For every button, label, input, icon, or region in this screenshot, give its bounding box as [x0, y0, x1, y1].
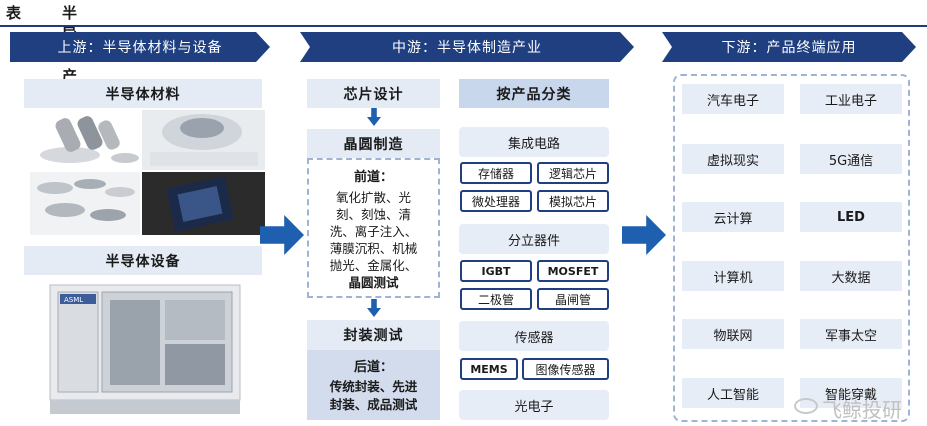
materials-label: 半导体材料	[24, 79, 262, 108]
discrete-item-igbt: IGBT	[460, 260, 532, 282]
front-step-line: 氧化扩散、光	[335, 190, 411, 205]
app-vr: 虚拟现实	[682, 144, 784, 174]
arrow-midstream-to-downstream	[622, 215, 666, 255]
app-automotive: 汽车电子	[682, 84, 784, 114]
ic-label: 集成电路	[459, 127, 609, 157]
front-end-box: 前道： 氧化扩散、光 刻、刻蚀、清 洗、离子注入、 薄膜沉积、机械 抛光、金属化…	[307, 158, 440, 298]
title-rule	[0, 25, 927, 27]
app-5g: 5G通信	[800, 144, 902, 174]
optoelectronics-label: 光电子	[459, 390, 609, 420]
front-step-line: 洗、离子注入、	[329, 224, 418, 239]
back-end-steps: 传统封装、先进 封装、成品测试	[307, 378, 440, 414]
app-led: LED	[800, 202, 902, 232]
watermark-logo-icon	[794, 398, 818, 414]
packaging-test-label: 封装测试	[307, 320, 440, 350]
watermark-text: 飞鲸投研	[822, 398, 902, 422]
app-ai: 人工智能	[682, 378, 784, 408]
by-product-header: 按产品分类	[459, 79, 609, 108]
app-cloud: 云计算	[682, 202, 784, 232]
ic-item-logic: 逻辑芯片	[537, 162, 609, 184]
back-step-line: 传统封装、先进	[329, 379, 418, 394]
ic-item-analog: 模拟芯片	[537, 190, 609, 212]
wafer-fab-label: 晶圆制造	[307, 129, 440, 158]
equipment-brand: ASML	[64, 296, 84, 304]
ic-item-memory: 存储器	[460, 162, 532, 184]
front-step-line: 薄膜沉积、机械	[329, 241, 418, 256]
materials-image	[30, 110, 265, 235]
discrete-label: 分立器件	[459, 224, 609, 254]
front-end-steps: 氧化扩散、光 刻、刻蚀、清 洗、离子注入、 薄膜沉积、机械 抛光、金属化、 晶圆…	[309, 189, 438, 291]
discrete-item-diode: 二极管	[460, 288, 532, 310]
app-military-space: 军事太空	[800, 319, 902, 349]
discrete-item-thyristor: 晶闸管	[537, 288, 609, 310]
app-iot: 物联网	[682, 319, 784, 349]
front-step-wafer-test: 晶圆测试	[348, 275, 399, 290]
sensor-label: 传感器	[459, 321, 609, 351]
app-computer: 计算机	[682, 261, 784, 291]
discrete-item-mosfet: MOSFET	[537, 260, 609, 282]
back-end-title: 后道：	[353, 360, 393, 375]
sensor-item-image: 图像传感器	[522, 358, 609, 380]
midstream-header: 中游：半导体制造产业	[300, 32, 634, 62]
app-big-data: 大数据	[800, 261, 902, 291]
ic-item-microprocessor: 微处理器	[460, 190, 532, 212]
lithography-machine-illustration	[40, 280, 260, 420]
back-step-line: 封装、成品测试	[329, 397, 418, 412]
front-step-line: 刻、刻蚀、清	[335, 207, 411, 222]
front-step-line: 抛光、金属化、	[329, 258, 418, 273]
sensor-item-mems: MEMS	[460, 358, 518, 380]
back-end-box: 后道： 传统封装、先进 封装、成品测试	[307, 350, 440, 420]
applications-frame	[673, 74, 910, 422]
equipment-label: 半导体设备	[24, 246, 262, 275]
app-industrial: 工业电子	[800, 84, 902, 114]
chip-design-label: 芯片设计	[307, 79, 440, 108]
arrow-down-wafer	[367, 299, 381, 317]
materials-illustration	[30, 110, 265, 235]
downstream-header: 下游：产品终端应用	[662, 32, 916, 62]
equipment-image: ASML	[40, 280, 260, 420]
upstream-header: 上游：半导体材料与设备	[10, 32, 270, 62]
title-prefix: 表	[6, 4, 23, 22]
arrow-upstream-to-midstream	[260, 215, 304, 255]
front-end-title: 前道：	[353, 170, 393, 185]
arrow-down-design	[367, 108, 381, 126]
